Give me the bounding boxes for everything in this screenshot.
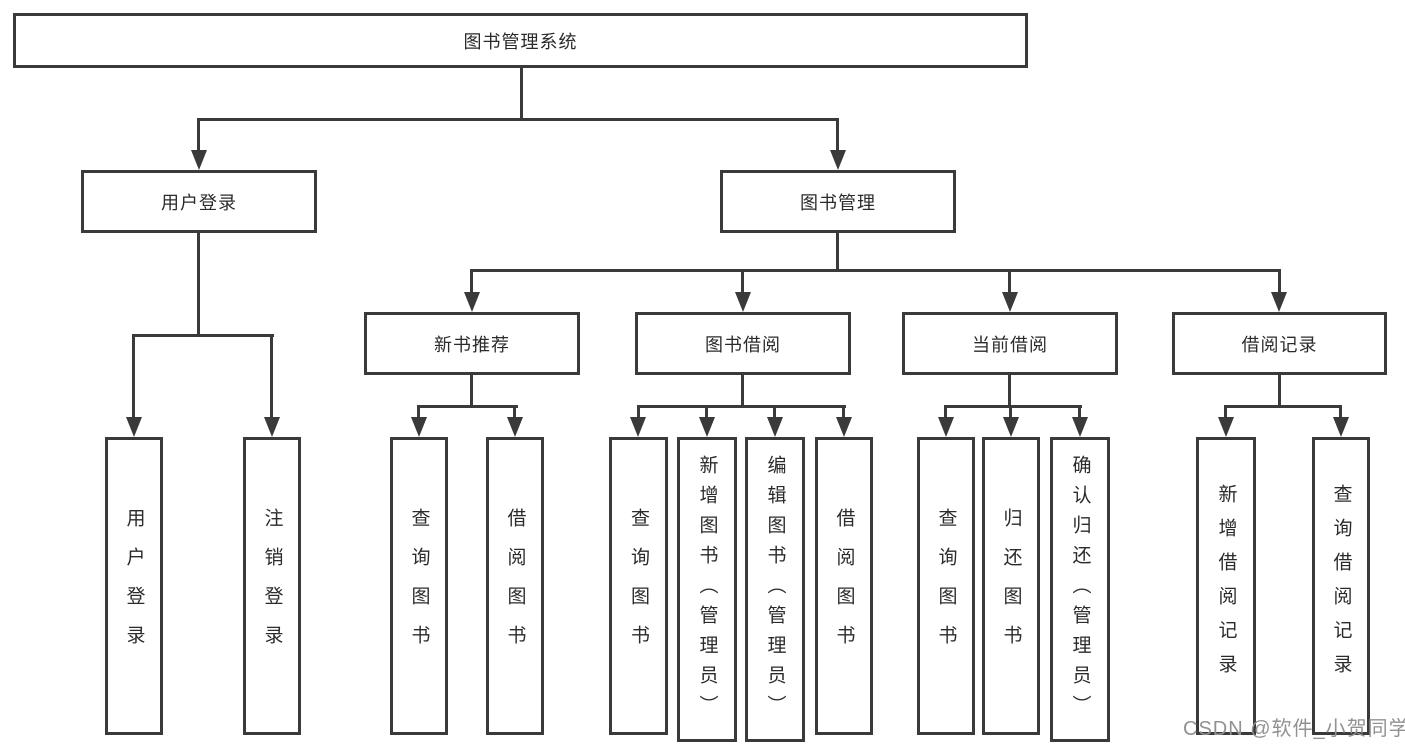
arrow-down-icon [1333,417,1349,437]
connector-line [197,118,200,152]
connector-line [470,375,473,408]
arrow-down-icon [1002,292,1018,312]
connector-line [1339,405,1342,419]
leaf-add-borrow-record: 新增借阅记录 [1196,437,1256,735]
node-book-borrow: 图书借阅 [635,312,851,375]
arrow-down-icon [411,417,427,437]
connector-line [741,375,744,408]
leaf-label: 借阅图书 [833,508,855,664]
arrow-down-icon [830,150,846,170]
leaf-label: 归还图书 [1000,508,1022,664]
connector-line [471,269,1281,272]
node-borrow-records: 借阅记录 [1172,312,1387,375]
connector-line [637,405,640,419]
connector-line [1009,405,1012,419]
leaf-label: 查询图书 [628,508,649,664]
leaf-query-books-current: 查询图书 [917,437,975,735]
connector-line [836,118,839,152]
node-user-login: 用户登录 [81,170,317,233]
connector-line [836,233,839,272]
arrow-down-icon [735,292,751,312]
node-new-book-recommend: 新书推荐 [364,312,580,375]
leaf-query-borrow-record: 查询借阅记录 [1312,437,1370,735]
leaf-label: 新增图书（管理员） [696,454,718,725]
arrow-down-icon [767,417,783,437]
leaf-label: 查询图书 [935,508,957,664]
connector-line [945,405,1082,408]
arrow-down-icon [938,417,954,437]
connector-line [1224,405,1227,419]
connector-line [637,405,846,408]
leaf-borrow-books: 借阅图书 [815,437,873,735]
connector-line [1078,405,1081,419]
leaf-label: 注销登录 [261,508,283,664]
node-book-management: 图书管理 [720,170,956,233]
leaf-query-books-borrow: 查询图书 [609,437,668,735]
connector-line [520,68,523,121]
connector-line [842,405,845,419]
node-root: 图书管理系统 [13,13,1028,68]
connector-line [944,405,947,419]
connector-line [741,269,744,292]
arrow-down-icon [126,417,142,437]
node-current-borrow: 当前借阅 [902,312,1118,375]
leaf-label: 确认归还（管理员） [1069,454,1091,725]
leaf-label: 查询图书 [408,508,430,664]
arrow-down-icon [264,417,280,437]
connector-line [1225,405,1342,408]
leaf-label: 用户登录 [123,508,145,664]
leaf-label: 编辑图书（管理员） [764,454,786,725]
arrow-down-icon [464,292,480,312]
connector-line [197,233,200,337]
connector-line [1278,375,1281,408]
leaf-borrow-books-recommend: 借阅图书 [486,437,544,735]
leaf-label: 新增借阅记录 [1215,484,1237,688]
arrow-down-icon [191,150,207,170]
connector-line [1278,269,1281,292]
leaf-confirm-return-admin: 确认归还（管理员） [1050,437,1110,742]
csdn-watermark: CSDN @软件_小贺同学 [1183,718,1405,740]
arrow-down-icon [1271,292,1287,312]
connector-line [470,269,473,292]
leaf-return-books: 归还图书 [982,437,1040,735]
connector-line [705,405,708,419]
arrow-down-icon [1072,417,1088,437]
arrow-down-icon [630,417,646,437]
connector-line [1008,375,1011,408]
connector-line [198,118,839,121]
connector-line [1008,269,1011,292]
leaf-user-login: 用户登录 [105,437,163,735]
connector-line [418,405,518,408]
connector-line [133,334,274,337]
connector-line [513,405,516,419]
connector-line [270,334,273,417]
arrow-down-icon [507,417,523,437]
connector-line [132,334,135,417]
leaf-logout: 注销登录 [243,437,301,735]
leaf-query-books-recommend: 查询图书 [390,437,448,735]
connector-line [417,405,420,419]
arrow-down-icon [1218,417,1234,437]
connector-line [773,405,776,419]
arrow-down-icon [1003,417,1019,437]
leaf-edit-book-admin: 编辑图书（管理员） [745,437,805,742]
arrow-down-icon [699,417,715,437]
leaf-label: 查询借阅记录 [1330,484,1352,688]
arrow-down-icon [836,417,852,437]
leaf-label: 借阅图书 [504,508,526,664]
leaf-add-book-admin: 新增图书（管理员） [677,437,737,742]
